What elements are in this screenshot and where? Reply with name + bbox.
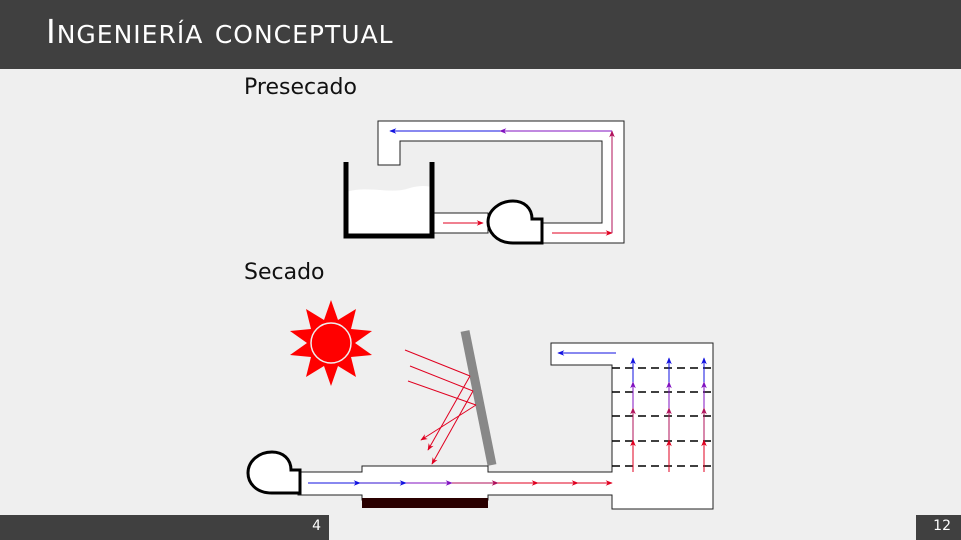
presecado-duct: [377, 120, 625, 244]
drying-trays: [612, 367, 713, 467]
solar-reflector-icon: [460, 330, 497, 466]
fan-icon: [246, 450, 302, 495]
tank-icon: [343, 162, 435, 239]
footer-page-bar: 12: [916, 515, 961, 540]
secado-diagram: [246, 300, 714, 510]
page-number: 12: [933, 518, 951, 534]
sun-icon: [290, 300, 372, 386]
fan-icon: [486, 199, 544, 245]
section-label-secado: Secado: [244, 260, 325, 285]
secado-duct: [297, 342, 714, 510]
section-label-presecado: Presecado: [244, 75, 357, 100]
dryer-airflow: [630, 357, 707, 472]
presecado-diagram: [343, 120, 625, 245]
slide-title: INGENIERÍA CONCEPTUAL: [46, 12, 394, 51]
section-number: 4: [312, 518, 321, 534]
footer-section-bar: 4: [0, 515, 329, 540]
slide-header: INGENIERÍA CONCEPTUAL: [0, 0, 961, 69]
absorber-plate: [362, 498, 488, 508]
